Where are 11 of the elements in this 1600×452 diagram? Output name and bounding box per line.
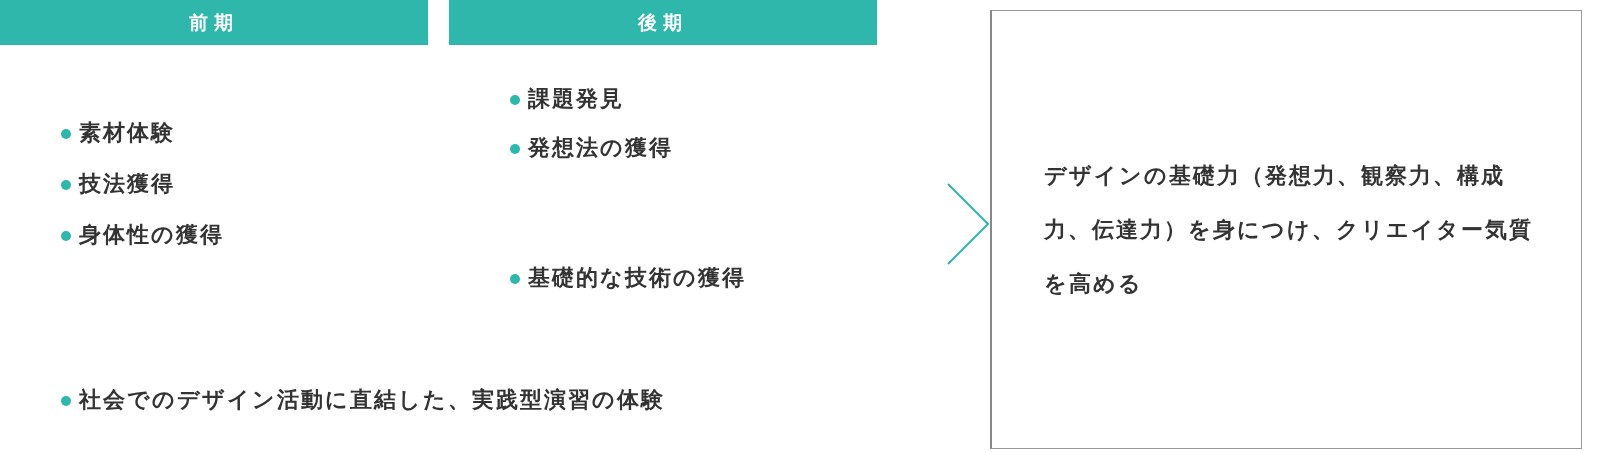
period-header: 後期 [449, 0, 877, 45]
bullet-item: 発想法の獲得 [510, 133, 673, 163]
goal-text: デザインの基礎力（発想力、観察力、構成力、伝達力）を身につけ、クリエイター気質を高める [1044, 162, 1534, 298]
bullet-item: 技法獲得 [61, 169, 175, 199]
bullet-item: 基礎的な技術の獲得 [510, 263, 746, 293]
period-header: 前期 [0, 0, 428, 45]
bullet-item: 素材体験 [61, 118, 175, 148]
bullet-item: 社会でのデザイン活動に直結した、実践型演習の体験 [61, 385, 665, 415]
bullet-item: 課題発見 [510, 84, 624, 114]
bullet-item: 身体性の獲得 [61, 220, 224, 250]
goal-box [990, 10, 1582, 449]
